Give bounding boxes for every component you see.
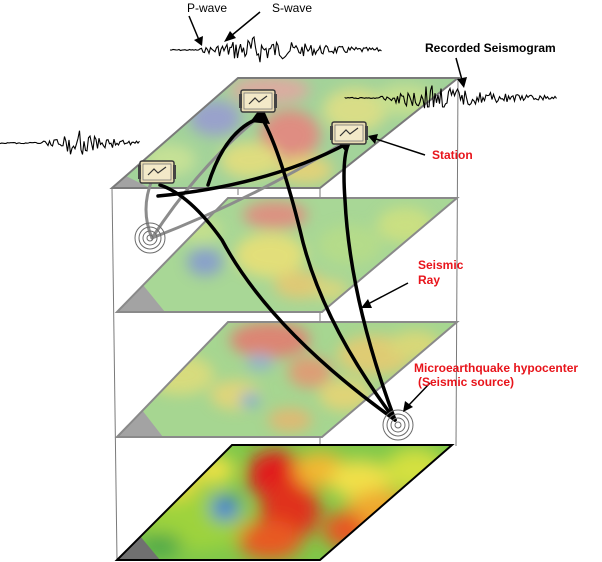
black-seismic-rays: [156, 116, 397, 422]
seismic-ray-label-line2: Ray: [418, 273, 441, 287]
seismometer-station-icon: [239, 89, 277, 113]
concentric-rings-source-icon: [134, 222, 166, 254]
seismometer-station-icon: [330, 121, 368, 145]
station-label: Station: [432, 148, 473, 162]
station-pointer-arrow: [368, 134, 426, 156]
seismic-ray-label-line1: Seismic: [418, 258, 464, 272]
p-wave-label: P-wave: [187, 1, 228, 15]
seismometer-station-icon: [138, 160, 176, 184]
seismogram-right: [344, 85, 557, 109]
hypocenter-label-line2: (Seismic source): [418, 375, 515, 389]
ray-left-station-to-right-station: [156, 141, 350, 198]
hypocenter-label-line1: Microearthquake hypocenter: [414, 361, 579, 375]
s-wave-pointer-arrow: [224, 11, 261, 42]
ray-hypocenter-to-center-station: [260, 116, 397, 422]
gray-ray-to-center-station: [150, 116, 260, 240]
seismogram-top: [169, 35, 382, 63]
s-wave-label: S-wave: [272, 1, 313, 15]
tomography-layer-bottom: [114, 444, 455, 561]
seismogram-left: [0, 130, 140, 155]
hypocenter-source-icon: [382, 409, 414, 441]
annotation-arrows: [188, 11, 467, 412]
recorded-seismogram-pointer-arrow: [455, 57, 467, 88]
tomography-layer-3: [114, 321, 460, 438]
tomography-layer-2: [114, 197, 460, 313]
ray-hypocenter-to-left-station: [158, 183, 397, 422]
hypocenter-pointer-arrow: [403, 382, 431, 412]
seismic-ray-pointer-arrow: [361, 282, 409, 308]
recorded-seismogram-label: Recorded Seismogram: [425, 41, 556, 55]
ray-hypocenter-to-right-station: [342, 143, 397, 422]
p-wave-pointer-arrow: [188, 15, 203, 46]
gray-ray-to-left-station: [144, 178, 154, 240]
